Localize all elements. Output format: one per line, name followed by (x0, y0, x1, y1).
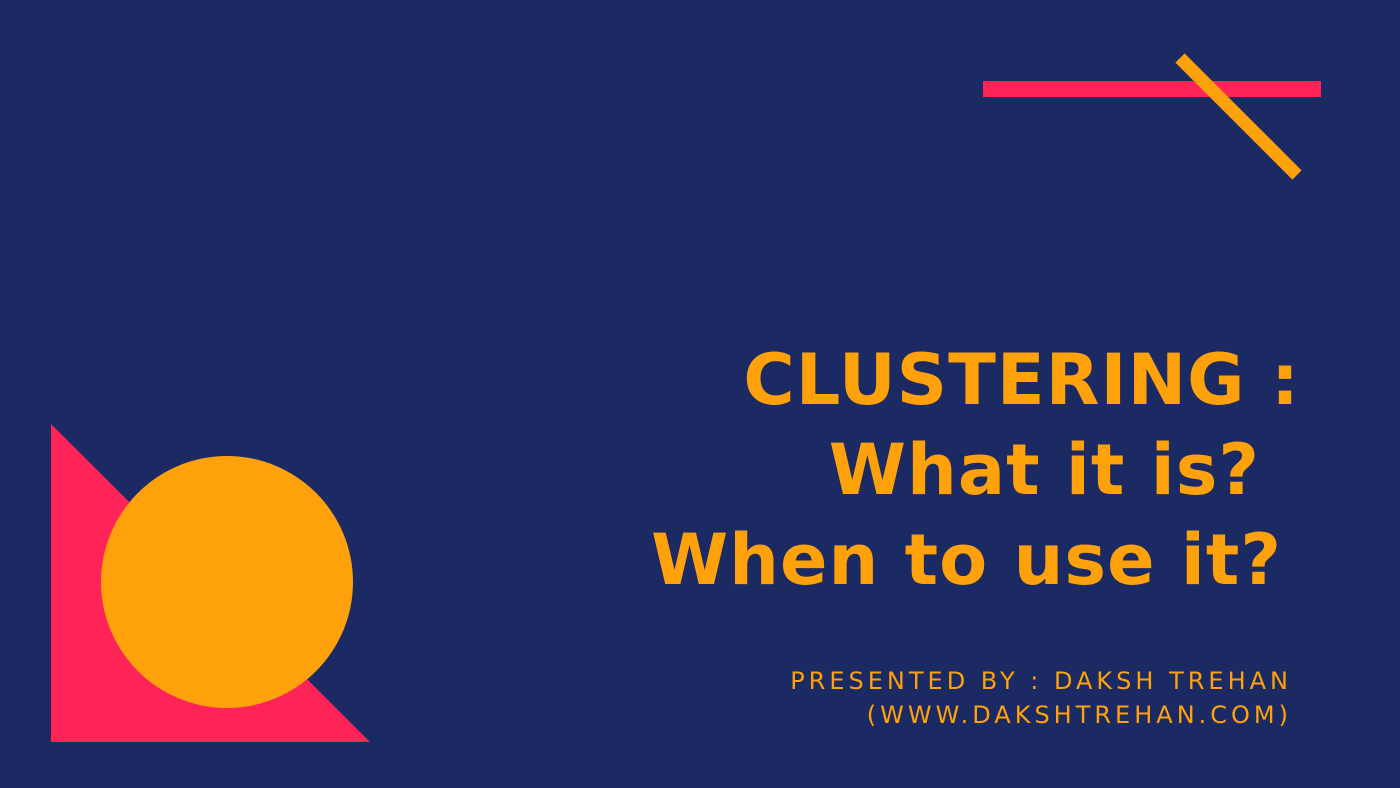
presenter-credits: PRESENTED BY : DAKSH TREHAN (WWW.DAKSHTR… (592, 664, 1292, 732)
presenter-name: PRESENTED BY : DAKSH TREHAN (790, 667, 1292, 695)
title-line-when-to-use: When to use it? (650, 519, 1282, 601)
presenter-website: (WWW.DAKSHTREHAN.COM) (866, 701, 1292, 729)
orange-diagonal-bar (1175, 53, 1302, 180)
pink-horizontal-bar (983, 81, 1321, 97)
slide-title: CLUSTERING : What it is? When to use it? (400, 335, 1300, 605)
orange-circle (101, 456, 353, 708)
title-line-what-it-is: What it is? (828, 429, 1260, 511)
title-line-clustering: CLUSTERING : (743, 339, 1300, 421)
